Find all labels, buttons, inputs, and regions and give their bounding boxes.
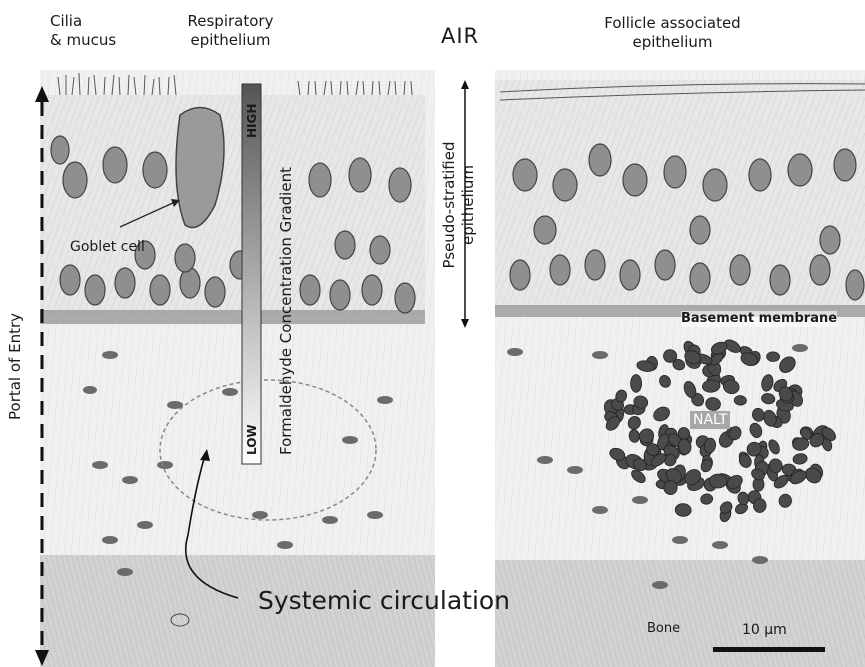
cilia-label: Cilia& mucus	[50, 12, 116, 50]
lymphocyte	[631, 374, 642, 392]
lymphocyte	[663, 349, 677, 363]
gradient-high-label: HIGH	[245, 104, 260, 138]
portal-of-entry-label: Portal of Entry	[6, 313, 25, 420]
bone-label: Bone	[647, 621, 680, 637]
air-label: AIR	[441, 24, 479, 48]
gradient-title-label: Formaldehyde Concentration Gradient	[277, 167, 296, 455]
lymphocyte	[766, 352, 779, 362]
scale-label: 10 μm	[742, 621, 787, 639]
basement-membrane-label: Basement membrane	[681, 311, 837, 327]
gradient-low-label: LOW	[245, 424, 260, 455]
lymphocyte	[709, 474, 727, 488]
lymphocyte	[675, 503, 692, 516]
scale-bar	[713, 647, 825, 652]
systemic-circulation-label: Systemic circulation	[258, 586, 510, 615]
nalt-label: NALT	[690, 411, 730, 429]
left-tissue-panel	[40, 70, 435, 667]
goblet-cell-label: Goblet cell	[70, 238, 145, 256]
formaldehyde-gradient-bar	[242, 84, 261, 464]
